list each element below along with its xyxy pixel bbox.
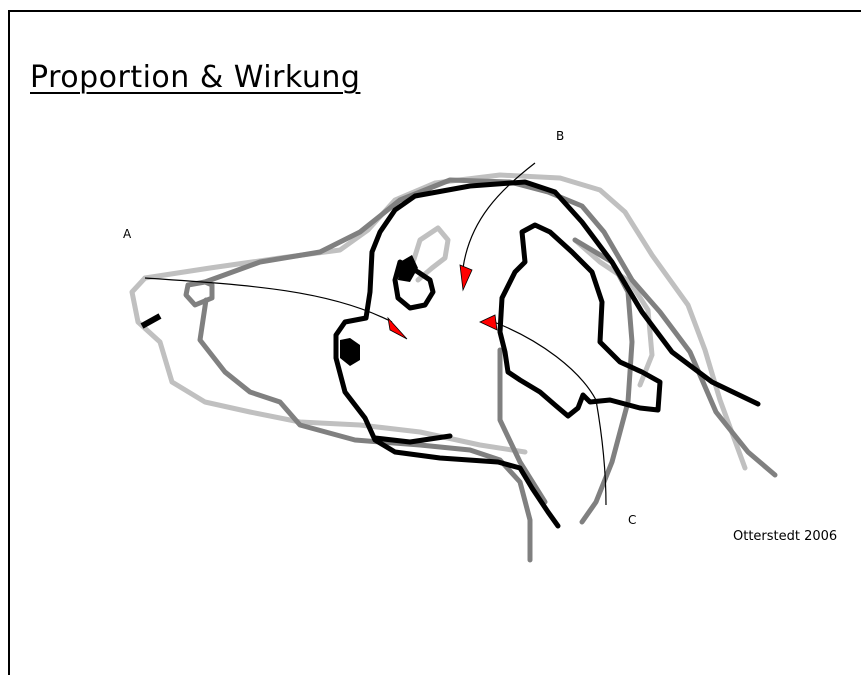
label-b: B bbox=[556, 129, 564, 143]
dog-outline-dark bbox=[336, 182, 758, 526]
marker-a bbox=[388, 318, 407, 339]
pointer-line-c bbox=[494, 322, 606, 505]
dog-nose-and-eye-fills bbox=[340, 255, 418, 366]
marker-c bbox=[480, 315, 497, 330]
muzzle-dash bbox=[142, 316, 160, 326]
dog-outline-light bbox=[132, 175, 745, 468]
pointer-lines bbox=[145, 163, 606, 505]
dog-outline-mid bbox=[186, 180, 775, 560]
marker-b bbox=[460, 265, 472, 290]
label-a: A bbox=[123, 227, 131, 241]
author-credit: Otterstedt 2006 bbox=[733, 529, 837, 544]
pointer-line-a bbox=[145, 278, 392, 322]
label-c: C bbox=[628, 513, 636, 527]
